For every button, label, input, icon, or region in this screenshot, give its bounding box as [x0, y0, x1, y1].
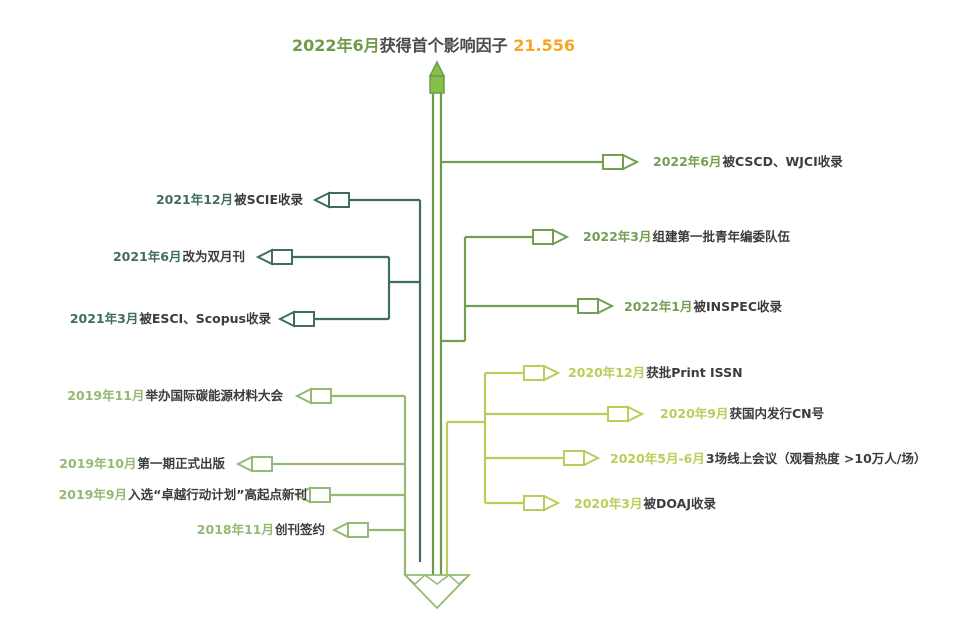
event-date: 2019年10月 — [59, 456, 137, 471]
event-date: 2019年11月 — [67, 388, 145, 403]
branch-light — [272, 394, 407, 575]
arrow-right-icon — [532, 228, 570, 246]
event-text: 入选“卓越行动计划”高起点新刊 — [128, 487, 307, 502]
left-markers — [235, 191, 369, 539]
branch-dark — [292, 198, 422, 562]
arrow-right-icon — [577, 297, 615, 315]
event-label-inspec: 2022年1月被INSPEC收录 — [624, 299, 782, 315]
right-markers — [523, 153, 645, 512]
event-text: 被ESCI、Scopus收录 — [139, 311, 271, 326]
event-date: 2020年9月 — [660, 406, 729, 421]
event-text: 创刊签约 — [274, 522, 325, 537]
branch-mid — [441, 160, 603, 343]
title-date: 2022年6月 — [292, 36, 380, 55]
impact-factor-value: 21.556 — [513, 36, 575, 55]
event-date: 2021年12月 — [155, 192, 234, 207]
event-text: 获批Print ISSN — [646, 365, 743, 380]
event-date: 2021年3月 — [69, 311, 139, 326]
branch-yellow — [445, 371, 608, 575]
event-date: 2022年1月 — [624, 299, 693, 314]
event-date: 2020年5月-6月 — [610, 451, 705, 466]
arrow-right-icon — [523, 494, 561, 512]
arrow-right-icon — [602, 153, 640, 171]
event-text: 第一期正式出版 — [137, 456, 225, 471]
pencil-tip-icon — [428, 60, 446, 77]
arrow-right-icon — [563, 449, 601, 467]
title-text: 获得首个影响因子 — [379, 36, 514, 55]
arrow-right-icon — [523, 364, 561, 382]
event-text: 被DOAJ收录 — [643, 496, 717, 511]
event-label-scie: 2021年12月被SCIE收录 — [156, 192, 303, 208]
event-label-excellence-plan: 2019年9月入选“卓越行动计划”高起点新刊 — [59, 487, 307, 503]
event-text: 被INSPEC收录 — [693, 299, 783, 314]
event-text: 被CSCD、WJCI收录 — [722, 154, 843, 169]
event-date: 2018年11月 — [196, 522, 274, 537]
event-label-cn-number: 2020年9月获国内发行CN号 — [660, 406, 824, 422]
event-text: 3场线上会议（观看热度 >10万人/场） — [705, 451, 927, 466]
event-label-bimonthly: 2021年6月改为双月刊 — [113, 249, 245, 265]
event-text: 被SCIE收录 — [234, 192, 303, 207]
pencil-bottom — [402, 574, 472, 610]
event-label-print-issn: 2020年12月获批Print ISSN — [568, 365, 743, 381]
arrow-right-icon — [607, 405, 645, 423]
arrow-left-icon — [293, 486, 331, 504]
event-label-first-issue: 2019年10月第一期正式出版 — [59, 456, 225, 472]
event-date: 2021年6月 — [112, 249, 182, 264]
pencil-tip-block — [429, 75, 445, 94]
pencil-trunk — [402, 60, 472, 610]
event-date: 2020年12月 — [568, 365, 646, 380]
arrow-left-icon — [331, 521, 369, 539]
event-text: 组建第一批青年编委队伍 — [652, 229, 791, 244]
event-label-cscd: 2022年6月被CSCD、WJCI收录 — [653, 154, 843, 170]
event-label-conference: 2019年11月举办国际碳能源材料大会 — [67, 388, 283, 404]
event-date: 2020年3月 — [574, 496, 643, 511]
event-text: 改为双月刊 — [182, 249, 245, 264]
event-label-founding: 2018年11月创刊签约 — [197, 522, 325, 538]
event-label-youth-board: 2022年3月组建第一批青年编委队伍 — [583, 229, 790, 245]
event-date: 2022年6月 — [653, 154, 722, 169]
event-label-esci: 2021年3月被ESCI、Scopus收录 — [70, 311, 271, 327]
event-date: 2022年3月 — [583, 229, 652, 244]
event-label-doaj: 2020年3月被DOAJ收录 — [574, 496, 716, 512]
event-date: 2019年9月 — [58, 487, 128, 502]
event-text: 举办国际碳能源材料大会 — [145, 388, 283, 403]
arrow-left-icon — [277, 310, 315, 328]
arrow-left-icon — [235, 455, 273, 473]
pencil-bottom-zigzag — [404, 574, 470, 586]
arrow-left-icon — [312, 191, 350, 209]
event-label-online-meetings: 2020年5月-6月3场线上会议（观看热度 >10万人/场） — [610, 451, 926, 467]
arrow-left-icon — [294, 387, 332, 405]
page-title: 2022年6月获得首个影响因子 21.556 — [292, 32, 575, 56]
event-text: 获国内发行CN号 — [729, 406, 825, 421]
arrow-left-icon — [255, 248, 293, 266]
